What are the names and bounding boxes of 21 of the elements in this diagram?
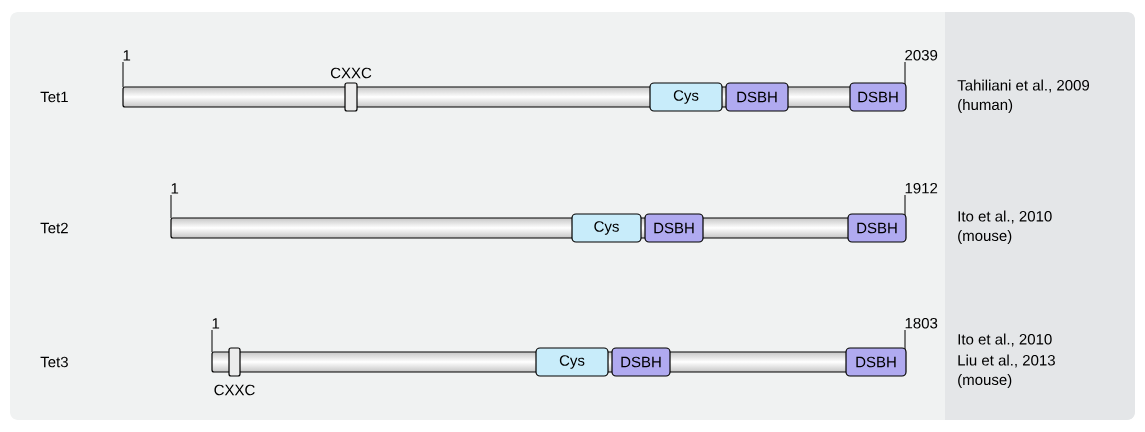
reference-text: Ito et al., 2010 <box>958 210 1052 224</box>
cys-domain: Cys <box>571 213 642 243</box>
protein-name: Tet2 <box>40 222 68 234</box>
reference-text: Ito et al., 2010 <box>958 333 1052 347</box>
domain-label: CXXC <box>214 384 255 396</box>
protein-name: Tet1 <box>40 91 68 103</box>
reference-text: (mouse) <box>958 230 1012 244</box>
dsbh-domain: DSBH <box>845 347 907 377</box>
dsbh-domain: DSBH <box>644 213 704 243</box>
dsbh-domain: DSBH <box>849 82 907 112</box>
reference-text: Liu et al., 2013 <box>958 354 1055 368</box>
cys-domain: Cys <box>535 347 609 377</box>
dsbh-domain: DSBH <box>611 347 671 377</box>
reference-text: (human) <box>958 99 1013 113</box>
dsbh-domain: DSBH <box>725 82 789 112</box>
protein-name: Tet3 <box>40 356 68 368</box>
domain-label: CXXC <box>330 67 372 79</box>
cys-domain: Cys <box>649 82 723 112</box>
dsbh-domain: DSBH <box>847 213 907 243</box>
reference-text: (mouse) <box>958 374 1012 388</box>
reference-text: Tahiliani et al., 2009 <box>957 79 1090 93</box>
